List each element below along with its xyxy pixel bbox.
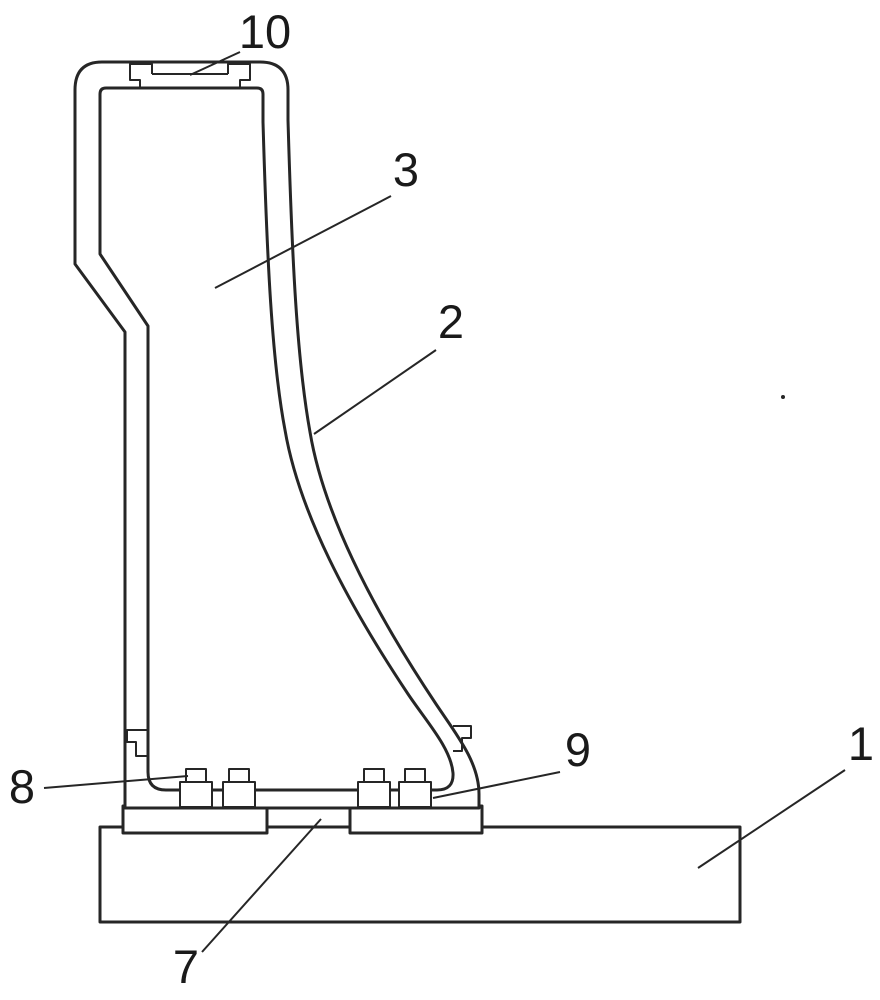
label-9: 9 [565, 723, 591, 776]
bolt-body [357, 781, 391, 808]
bolt-cap [228, 768, 250, 783]
bolt-body [179, 781, 213, 808]
base-plate [98, 825, 742, 924]
clamp-left-step [129, 63, 153, 88]
leader-line-1 [697, 769, 846, 869]
print-dot [781, 395, 785, 399]
left-clip-hook [126, 729, 148, 757]
leader-line-7 [201, 818, 322, 953]
bolt-cap [363, 768, 385, 783]
bolt-cap [404, 768, 426, 783]
bolt-body [222, 781, 256, 808]
bolt-group [179, 768, 432, 808]
leader-line-10 [189, 51, 241, 76]
label-1: 1 [848, 717, 874, 770]
right-mounting-pad [348, 804, 484, 835]
leader-line-3 [214, 195, 392, 289]
label-7: 7 [173, 940, 199, 993]
profile-inner-contour [98, 86, 455, 792]
leader-line-2 [313, 349, 437, 435]
bolt-body [398, 781, 432, 808]
label-3: 3 [393, 143, 419, 196]
leader-line-9 [432, 771, 561, 799]
leader-line-8 [43, 775, 189, 789]
label-2: 2 [438, 295, 464, 348]
label-8: 8 [9, 760, 35, 813]
label-10: 10 [239, 5, 291, 58]
right-clip-hook [453, 725, 472, 752]
bolt-cap [185, 768, 207, 783]
left-mounting-pad [121, 804, 269, 835]
clamp-right-step [227, 63, 251, 88]
